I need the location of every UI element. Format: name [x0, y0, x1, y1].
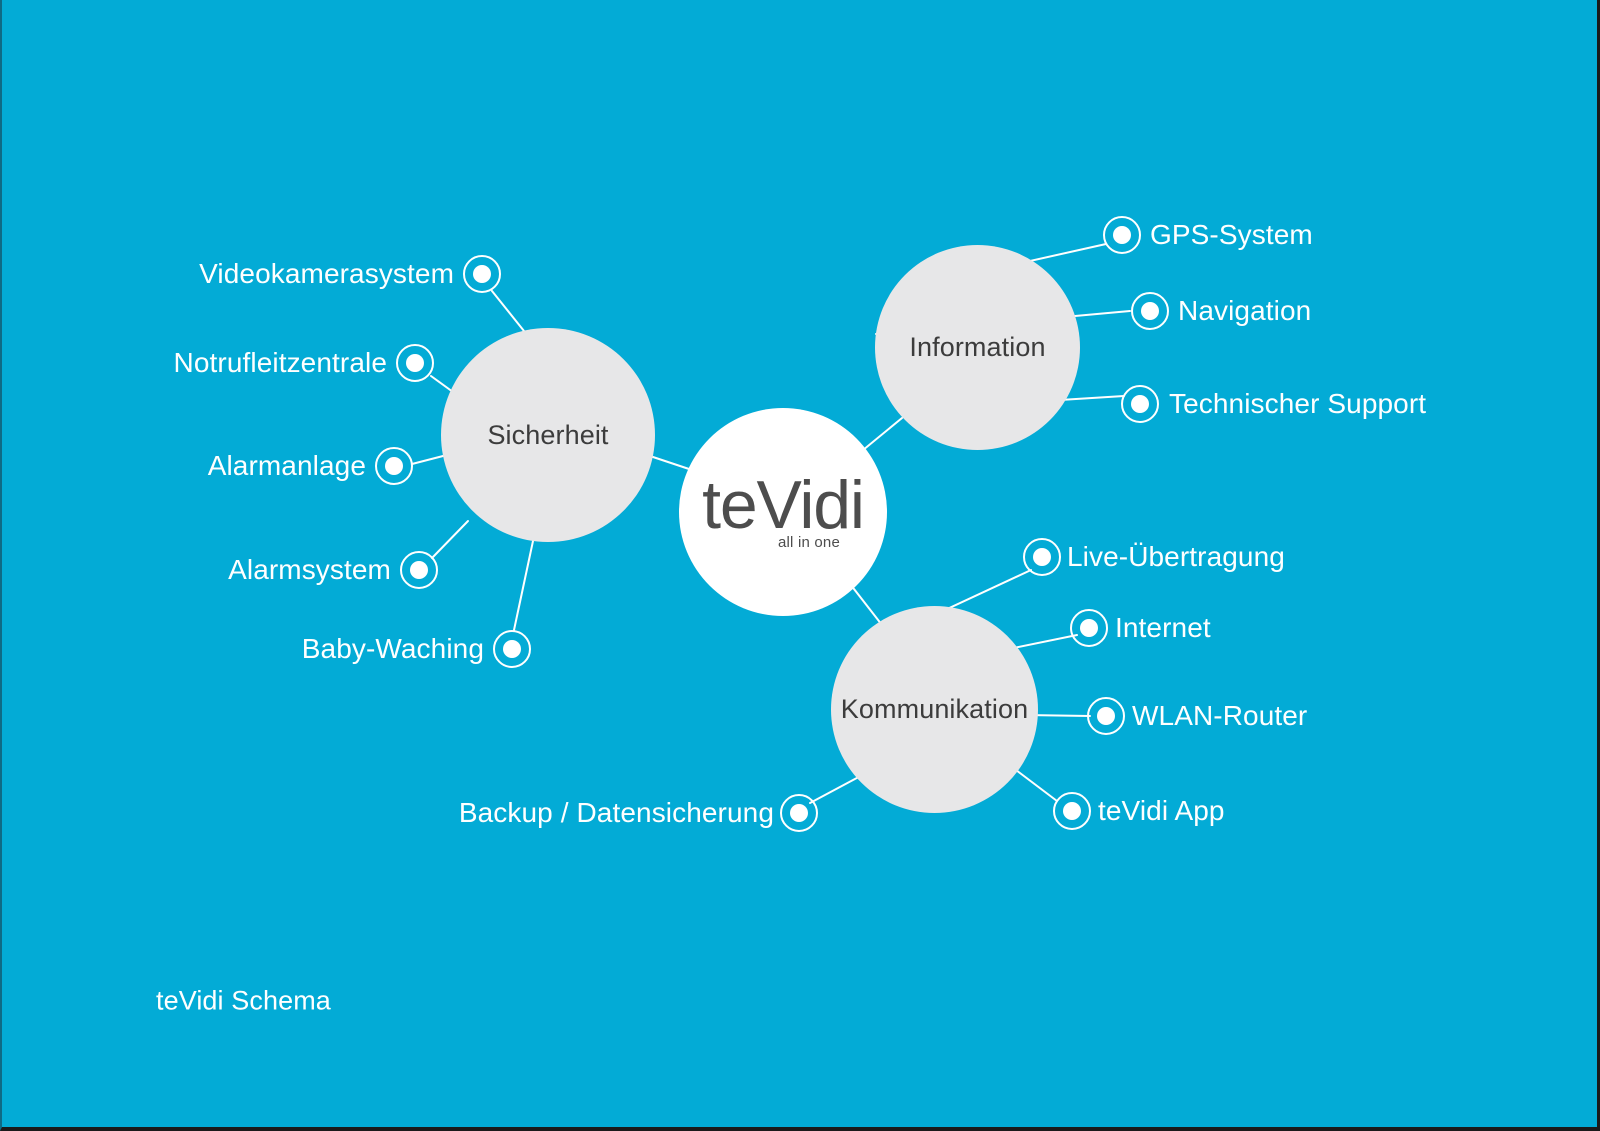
hub-information-label: Information	[909, 332, 1046, 362]
edge-sicherheit-alarmanlage	[411, 455, 444, 465]
marker-tevidi-app[interactable]	[1053, 792, 1091, 830]
marker-alarmsystem[interactable]	[400, 551, 438, 589]
leaf-label-gps-system: GPS-System	[1150, 219, 1313, 250]
edge-kommunikation-tevidi-app	[1015, 769, 1058, 802]
leaf-label-navigation: Navigation	[1178, 295, 1312, 326]
hub-kommunikation[interactable]: Kommunikation	[831, 606, 1038, 813]
marker-gps-system[interactable]	[1103, 216, 1141, 254]
edge-sicherheit-baby-waching	[513, 540, 534, 631]
hub-information[interactable]: Information	[875, 245, 1080, 450]
leaf-label-notrufleitzentrale: Notrufleitzentrale	[173, 347, 387, 378]
leaf-label-tevidi-app: teVidi App	[1098, 795, 1225, 826]
leaf-label-alarmanlage: Alarmanlage	[207, 450, 366, 481]
hub-sicherheit-label: Sicherheit	[487, 419, 609, 450]
hub-sicherheit[interactable]: Sicherheit	[441, 328, 655, 542]
edge-sicherheit-alarmsystem	[431, 520, 469, 559]
hub-kommunikation-label: Kommunikation	[840, 694, 1029, 724]
marker-videokamerasystem[interactable]	[463, 255, 501, 293]
marker-navigation[interactable]	[1131, 292, 1169, 330]
marker-wlan-router[interactable]	[1087, 697, 1125, 735]
leaf-label-backup: Backup / Datensicherung	[458, 797, 774, 828]
marker-technischer-support[interactable]	[1121, 385, 1159, 423]
logo-tagline: all in one	[777, 533, 841, 551]
edge-sicherheit-videokamerasystem	[491, 290, 525, 332]
leaf-label-technischer-support: Technischer Support	[1169, 388, 1427, 419]
edge-root-sicherheit	[646, 454, 693, 471]
logo-wordmark: teVidi	[702, 467, 865, 544]
marker-backup[interactable]	[780, 794, 818, 832]
leaf-label-live-uebertragung: Live-Übertragung	[1067, 541, 1285, 572]
footer-caption: teVidi Schema	[156, 985, 331, 1016]
marker-baby-waching[interactable]	[493, 630, 531, 668]
leaf-label-baby-waching: Baby-Waching	[301, 633, 484, 664]
marker-notrufleitzentrale[interactable]	[396, 344, 434, 382]
leaf-label-videokamerasystem: Videokamerasystem	[199, 258, 454, 289]
marker-alarmanlage[interactable]	[375, 447, 413, 485]
leaf-label-alarmsystem: Alarmsystem	[228, 554, 391, 585]
marker-internet[interactable]	[1070, 609, 1108, 647]
leaf-label-wlan-router: WLAN-Router	[1132, 700, 1308, 731]
center-logo-node[interactable]: teVidi all in one	[679, 408, 887, 616]
leaf-label-internet: Internet	[1115, 612, 1211, 643]
marker-live-uebertragung[interactable]	[1023, 538, 1061, 576]
